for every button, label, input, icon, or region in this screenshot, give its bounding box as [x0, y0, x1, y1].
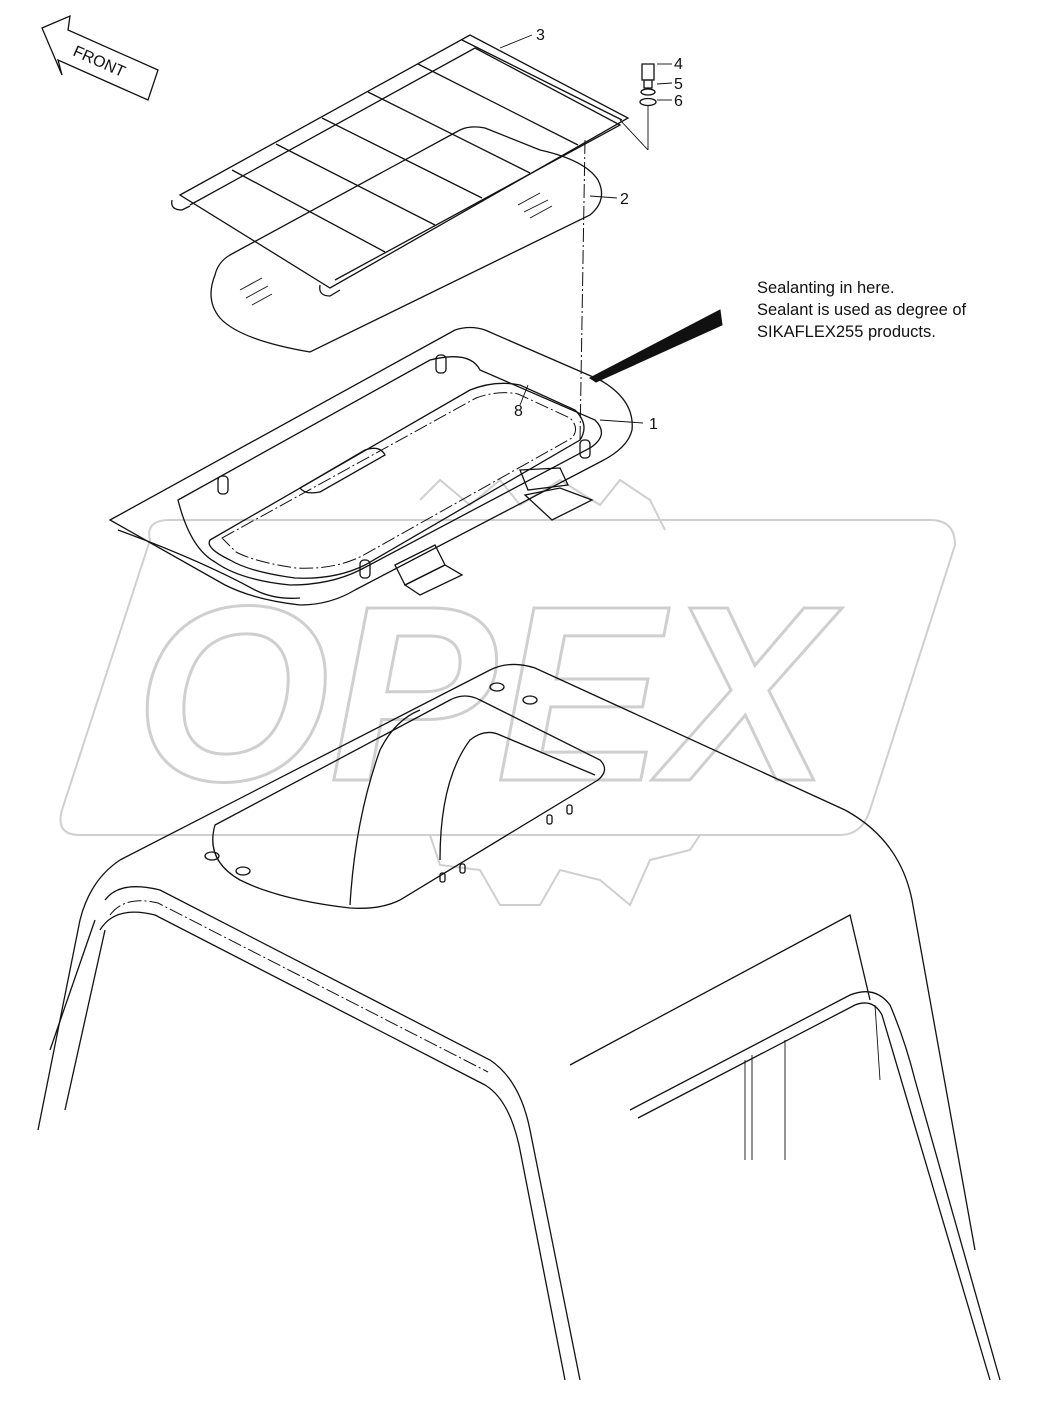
cab-roof: [37, 663, 1001, 1381]
sealant-note: Sealanting in here. Sealant is used as d…: [757, 279, 967, 341]
hinge-left: [394, 544, 464, 596]
hinge-right: [519, 467, 594, 521]
callout-6: 6: [674, 93, 683, 110]
callout-numbers: 3 2 1 8 4 5 6: [514, 27, 683, 433]
callout-leaders: [499, 34, 673, 424]
hatch-frame: [108, 326, 633, 606]
callout-3: 3: [536, 27, 545, 44]
note-line-1: Sealanting in here.: [757, 279, 895, 297]
opex-watermark: OPEX: [59, 478, 957, 907]
callout-2: 2: [620, 191, 629, 208]
watermark-text: OPEX: [135, 554, 843, 833]
callout-8: 8: [514, 403, 523, 420]
sealant-pointer: [589, 309, 723, 383]
callout-5: 5: [674, 76, 683, 93]
note-line-3: SIKAFLEX255 products.: [757, 323, 936, 341]
glass-panel: [210, 126, 603, 353]
callout-1: 1: [649, 416, 658, 433]
guard-rail: [171, 34, 630, 297]
alignment-line: [579, 139, 586, 441]
note-line-2: Sealant is used as degree of: [757, 301, 967, 319]
callout-4: 4: [674, 56, 683, 73]
bolt-washer-set: [619, 63, 657, 151]
front-arrow: FRONT: [41, 14, 159, 101]
front-arrow-label: FRONT: [70, 43, 127, 81]
